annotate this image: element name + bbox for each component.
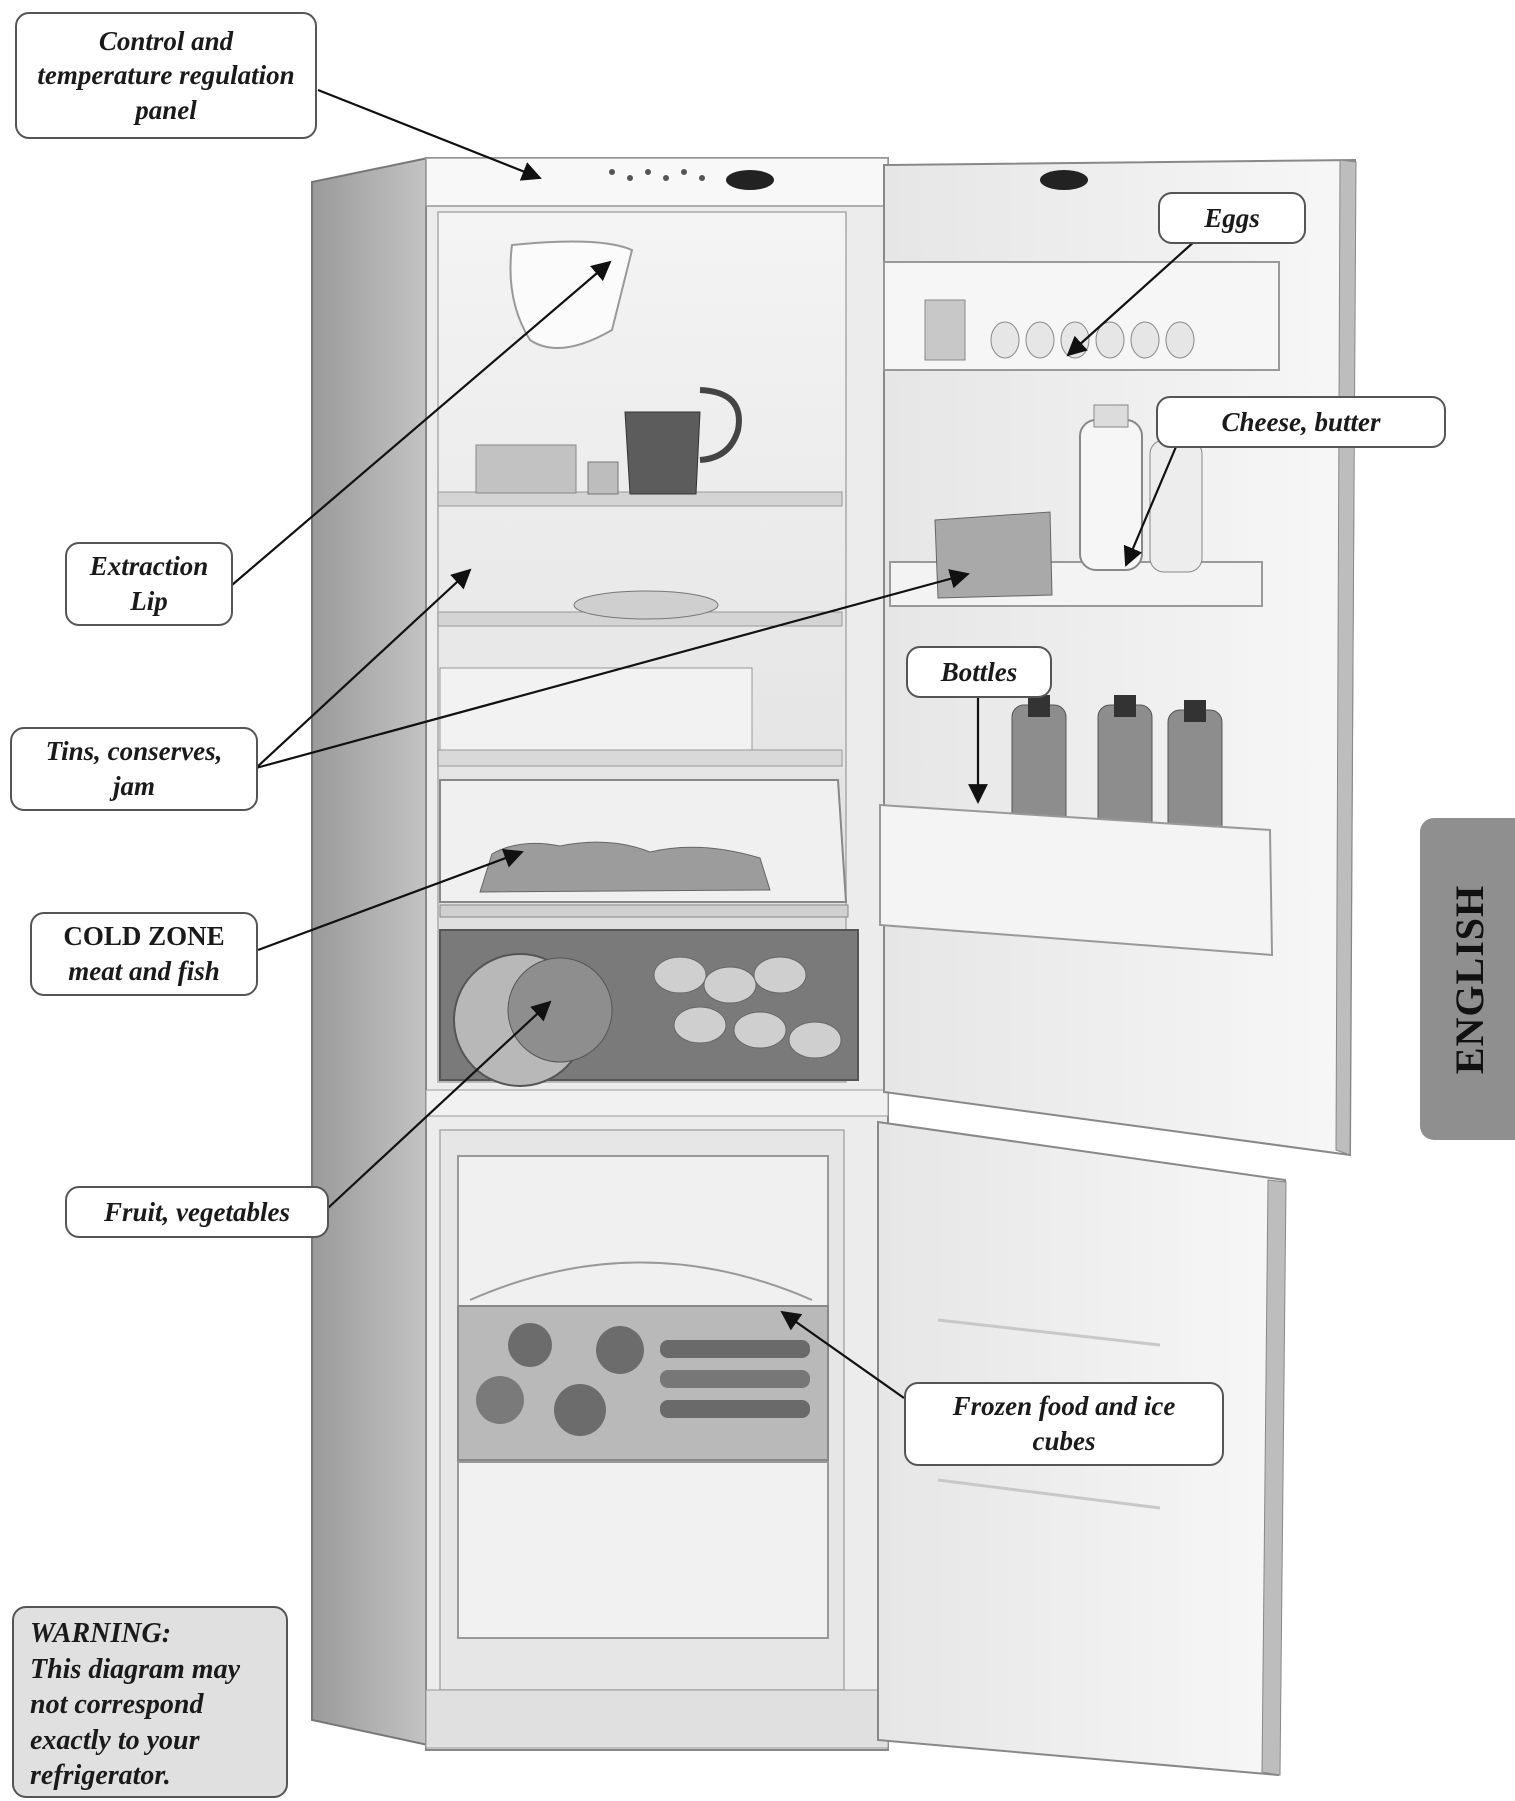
- language-tab: ENGLISH: [1420, 818, 1515, 1140]
- warning-note: WARNING: This diagram may not correspond…: [12, 1606, 288, 1798]
- label-control-panel: Control and temperature regulation panel: [15, 12, 317, 139]
- label-extraction-lip-line1: Extraction: [90, 549, 209, 584]
- label-cheese-butter: Cheese, butter: [1156, 396, 1446, 448]
- label-extraction-lip: Extraction Lip: [65, 542, 233, 626]
- warning-line5: refrigerator.: [30, 1758, 270, 1794]
- label-tins-line2: jam: [46, 769, 223, 804]
- label-cold-zone: COLD ZONE meat and fish: [30, 912, 258, 996]
- warning-line4: exactly to your: [30, 1723, 270, 1759]
- label-tins-conserves-jam: Tins, conserves, jam: [10, 727, 258, 811]
- label-eggs: Eggs: [1158, 192, 1306, 244]
- warning-line3: not correspond: [30, 1687, 270, 1723]
- cabinet-side: [312, 158, 428, 1745]
- label-frozen-food: Frozen food and ice cubes: [904, 1382, 1224, 1466]
- label-tins-line1: Tins, conserves,: [46, 734, 223, 769]
- compartment-divider: [426, 1090, 888, 1116]
- label-fruit-line1: Fruit, vegetables: [104, 1195, 290, 1230]
- language-tab-label: ENGLISH: [1447, 884, 1494, 1073]
- label-control-panel-line1: Control and: [37, 24, 294, 59]
- label-cold-zone-line2: meat and fish: [63, 954, 224, 989]
- label-extraction-lip-line2: Lip: [90, 584, 209, 619]
- freezer-drawer-3: [458, 1462, 828, 1638]
- label-cold-zone-line1: COLD ZONE: [63, 919, 224, 954]
- control-strip: [426, 158, 888, 206]
- label-control-panel-line2: temperature regulation: [37, 58, 294, 93]
- label-eggs-line1: Eggs: [1204, 201, 1260, 236]
- warning-line2: This diagram may: [30, 1652, 270, 1688]
- control-display: [726, 170, 774, 190]
- label-frozen-line1: Frozen food and ice: [953, 1389, 1176, 1424]
- label-control-panel-line3: panel: [37, 93, 294, 128]
- label-bottles: Bottles: [906, 646, 1052, 698]
- warning-line1: WARNING:: [30, 1616, 270, 1652]
- label-frozen-line2: cubes: [953, 1424, 1176, 1459]
- label-fruit-vegetables: Fruit, vegetables: [65, 1186, 329, 1238]
- shelf-3: [438, 750, 842, 766]
- plinth: [426, 1690, 888, 1748]
- label-cheese-line1: Cheese, butter: [1222, 405, 1381, 440]
- label-bottles-line1: Bottles: [941, 655, 1018, 690]
